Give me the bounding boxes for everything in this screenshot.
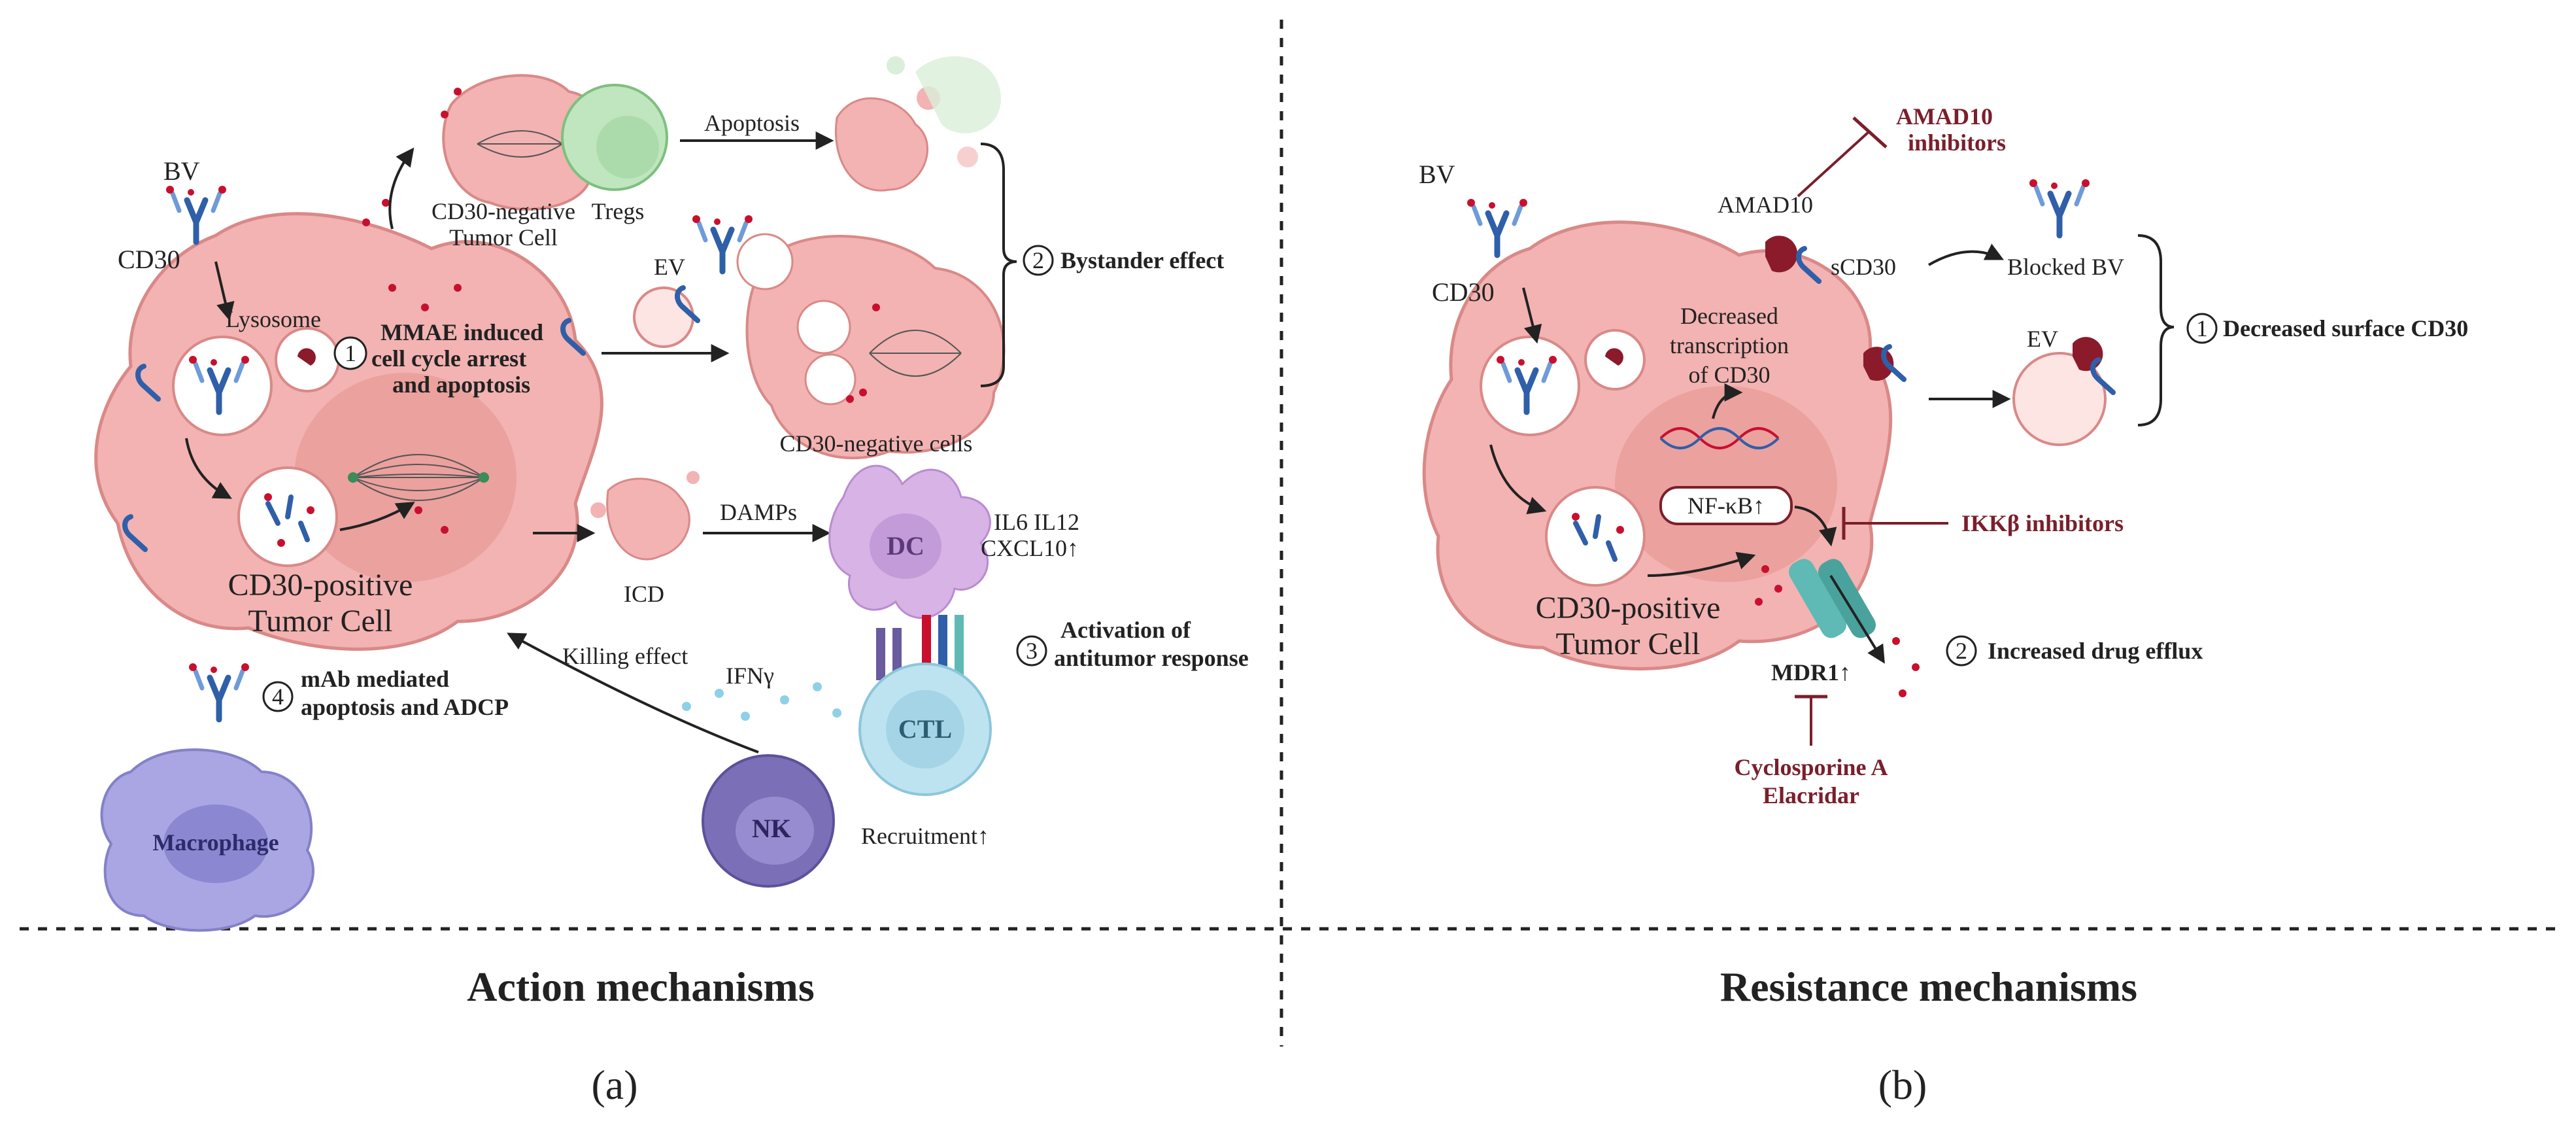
label-cd30-negative-cells: CD30-negative cells bbox=[780, 430, 973, 457]
step1-text: Decreased surface CD30 bbox=[2223, 315, 2468, 341]
dna-icon bbox=[1659, 427, 1780, 449]
svg-text:antitumor response: antitumor response bbox=[1054, 645, 1249, 671]
svg-text:apoptosis and ADCP: apoptosis and ADCP bbox=[301, 694, 509, 720]
label-ev: EV bbox=[654, 254, 685, 280]
label-icd: ICD bbox=[624, 581, 664, 607]
tumor-nucleus bbox=[1615, 386, 1837, 582]
label-recruitment: Recruitment↑ bbox=[861, 823, 989, 849]
step-2-badge bbox=[1023, 245, 1054, 276]
blocked-bv-icon bbox=[2029, 179, 2090, 235]
step2-text: Bystander effect bbox=[1060, 247, 1224, 273]
panel-b-title: Resistance mechanisms bbox=[1720, 963, 2137, 1010]
label-ikkb-inhibitors: IKKβ inhibitors bbox=[1961, 510, 2124, 536]
icd-cell-fragments bbox=[606, 477, 690, 561]
panel-b-label: (b) bbox=[1878, 1062, 1927, 1108]
lysosome-enzyme-icon bbox=[297, 348, 316, 366]
amad10-inhibition-line bbox=[1797, 130, 1871, 198]
ev-icon bbox=[633, 286, 694, 348]
svg-text:inhibitors: inhibitors bbox=[1908, 130, 2006, 156]
step-1-badge bbox=[333, 336, 367, 370]
svg-text:Tumor Cell: Tumor Cell bbox=[248, 604, 393, 638]
step2-text: Increased drug efflux bbox=[1988, 638, 2203, 664]
svg-text:1: 1 bbox=[345, 340, 356, 366]
label-nk: NK bbox=[752, 814, 791, 843]
label-cd30-negative-tumor: CD30-negative bbox=[432, 198, 575, 224]
svg-text:CXCL10↑: CXCL10↑ bbox=[981, 535, 1079, 561]
label-ifng: IFNγ bbox=[726, 663, 774, 689]
panel-b: Decreased transcription of CD30 NF-κB↑ M… bbox=[1419, 103, 2468, 808]
label-nfkb: NF-κB↑ bbox=[1687, 493, 1765, 519]
label-amad10: AMAD10 bbox=[1718, 192, 1813, 218]
label-cd30: CD30 bbox=[118, 245, 180, 274]
ev-vesicle-bound bbox=[736, 233, 794, 290]
step-4-badge bbox=[262, 681, 294, 712]
step-3-badge bbox=[1016, 635, 1047, 667]
panel-a: BV CD30 Lysosome 1 MMAE induced cell cyc… bbox=[94, 56, 1249, 932]
label-lysosome: Lysosome bbox=[226, 306, 321, 332]
label-ctl: CTL bbox=[898, 714, 952, 744]
mitotic-spindle-icon bbox=[348, 454, 489, 501]
svg-text:4: 4 bbox=[272, 684, 284, 710]
label-cd30: CD30 bbox=[1432, 277, 1495, 307]
label-decreased-transcription: Decreased bbox=[1680, 303, 1778, 329]
label-macrophage: Macrophage bbox=[152, 829, 279, 856]
step1-text: MMAE induced bbox=[381, 319, 543, 345]
spindle-icon bbox=[477, 130, 563, 158]
mhc-tcr-complex-icon bbox=[876, 615, 964, 680]
label-amad10-inhibitors: AMAD10 bbox=[1896, 103, 1993, 130]
label-bv: BV bbox=[163, 156, 200, 186]
step4-text: mAb mediated bbox=[301, 666, 449, 692]
label-cd30-positive: CD30-positive bbox=[1536, 591, 1721, 625]
step-2-badge bbox=[1946, 635, 1977, 667]
svg-text:and apoptosis: and apoptosis bbox=[392, 372, 530, 398]
label-damps: DAMPs bbox=[720, 499, 797, 525]
bystander-brace bbox=[980, 143, 1017, 387]
bv-antibody-icon bbox=[189, 663, 249, 720]
svg-text:of CD30: of CD30 bbox=[1689, 362, 1771, 388]
bv-antibody-icon bbox=[1467, 199, 1527, 255]
svg-text:Tumor Cell: Tumor Cell bbox=[449, 224, 558, 251]
label-ev: EV bbox=[2027, 326, 2058, 352]
nfkb-box bbox=[1659, 486, 1793, 525]
label-cyclosporine: Cyclosporine A bbox=[1734, 754, 1888, 780]
label-cd30-positive: CD30-positive bbox=[228, 568, 413, 602]
step3-text: Activation of bbox=[1060, 617, 1191, 643]
step-1-badge bbox=[2186, 313, 2218, 344]
mmae-drug-particles bbox=[1755, 565, 1920, 697]
ifng-particles bbox=[682, 682, 841, 721]
svg-text:2: 2 bbox=[1956, 638, 1967, 664]
label-bv: BV bbox=[1419, 160, 1455, 189]
label-blocked-bv: Blocked BV bbox=[2007, 254, 2124, 280]
panel-a-title: Action mechanisms bbox=[467, 963, 815, 1010]
svg-text:Tumor Cell: Tumor Cell bbox=[1556, 627, 1701, 661]
degraded-antibody-icon bbox=[265, 494, 310, 542]
panel-a-label: (a) bbox=[591, 1062, 637, 1108]
label-mdr1: MDR1↑ bbox=[1771, 659, 1851, 685]
svg-text:cell cycle arrest: cell cycle arrest bbox=[371, 345, 526, 372]
svg-text:3: 3 bbox=[1026, 638, 1038, 664]
amad10-icon bbox=[1765, 235, 1798, 273]
label-scd30: sCD30 bbox=[1831, 254, 1896, 280]
svg-text:2: 2 bbox=[1032, 247, 1044, 273]
label-apoptosis: Apoptosis bbox=[704, 110, 800, 136]
decreased-cd30-brace bbox=[2137, 234, 2175, 426]
svg-text:1: 1 bbox=[2196, 315, 2208, 341]
svg-text:Elacridar: Elacridar bbox=[1763, 782, 1859, 808]
label-killing-effect: Killing effect bbox=[562, 643, 688, 669]
mmae-drug-particles bbox=[362, 218, 462, 534]
ev-icon bbox=[2012, 352, 2107, 446]
bystander-spindle-icon bbox=[869, 330, 962, 377]
apoptotic-cell-fragments bbox=[835, 56, 1001, 192]
label-dc: DC bbox=[887, 531, 924, 561]
degraded-antibody-icon bbox=[1573, 514, 1618, 562]
label-tregs: Tregs bbox=[592, 198, 645, 224]
label-cytokines: IL6 IL12 bbox=[994, 509, 1079, 535]
svg-text:transcription: transcription bbox=[1670, 332, 1789, 358]
